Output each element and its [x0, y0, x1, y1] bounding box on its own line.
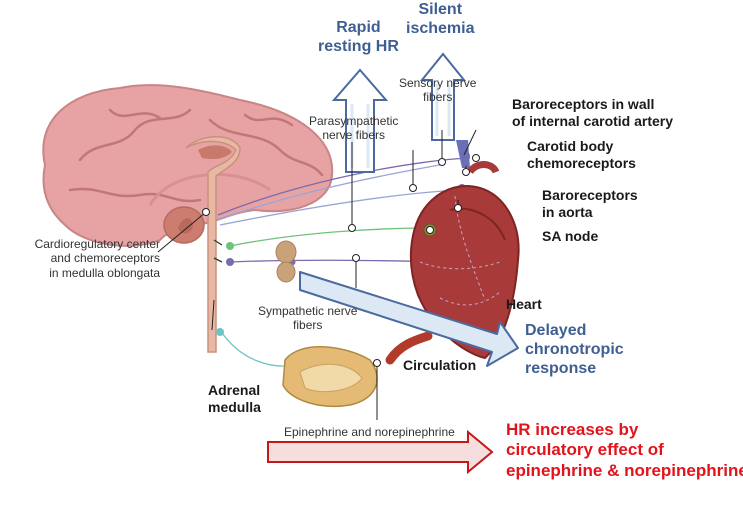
- brainstem: [185, 136, 241, 353]
- catecholamines-label: Epinephrine and norepinephrine: [284, 425, 455, 439]
- rapid-resting-hr-label: Rapid resting HR: [318, 19, 399, 56]
- nerve-fibers: [213, 157, 471, 367]
- carotid-body-label: Carotid body chemoreceptors: [527, 138, 636, 171]
- adrenal-gland-illustration: [282, 346, 378, 407]
- baroreceptors-aorta-label: Baroreceptors in aorta: [542, 187, 638, 220]
- up-arrow-silent-ischemia: [419, 52, 467, 141]
- sympathetic-ganglion: [275, 240, 297, 283]
- up-arrow-rapid-hr: [331, 68, 389, 173]
- node-dot-teal: [216, 328, 224, 336]
- circulation-label: Circulation: [403, 357, 477, 373]
- hr-increase-label: HR increases by circulatory effect of ep…: [506, 420, 743, 480]
- heart-label: Heart: [506, 296, 542, 312]
- sa-node-label: SA node: [542, 228, 599, 244]
- node-dot-purple: [226, 258, 234, 266]
- adrenal-medulla-label: Adrenal medulla: [208, 382, 261, 415]
- silent-ischemia-label: Silent ischemia: [406, 1, 475, 38]
- baroreceptors-carotid-label: Baroreceptors in wall of internal caroti…: [512, 96, 674, 129]
- parasympathetic-nerve-label: Parasympathetic nerve fibers: [309, 114, 399, 143]
- node-dot-green: [226, 242, 234, 250]
- horizontal-arrow-hr-increase: [267, 429, 494, 475]
- cardioregulatory-center-label: Cardioregulatory center and chemorecepto…: [34, 237, 160, 280]
- leader-dots: [202, 154, 480, 367]
- sympathetic-nerve-label: Sympathetic nerve fibers: [258, 304, 358, 333]
- circulation-vessel: [385, 331, 433, 365]
- diagonal-arrow-delayed-response: [299, 271, 519, 367]
- sensory-nerve-label: Sensory nerve fibers: [399, 76, 477, 105]
- delayed-chronotropic-label: Delayed chronotropic response: [525, 322, 624, 378]
